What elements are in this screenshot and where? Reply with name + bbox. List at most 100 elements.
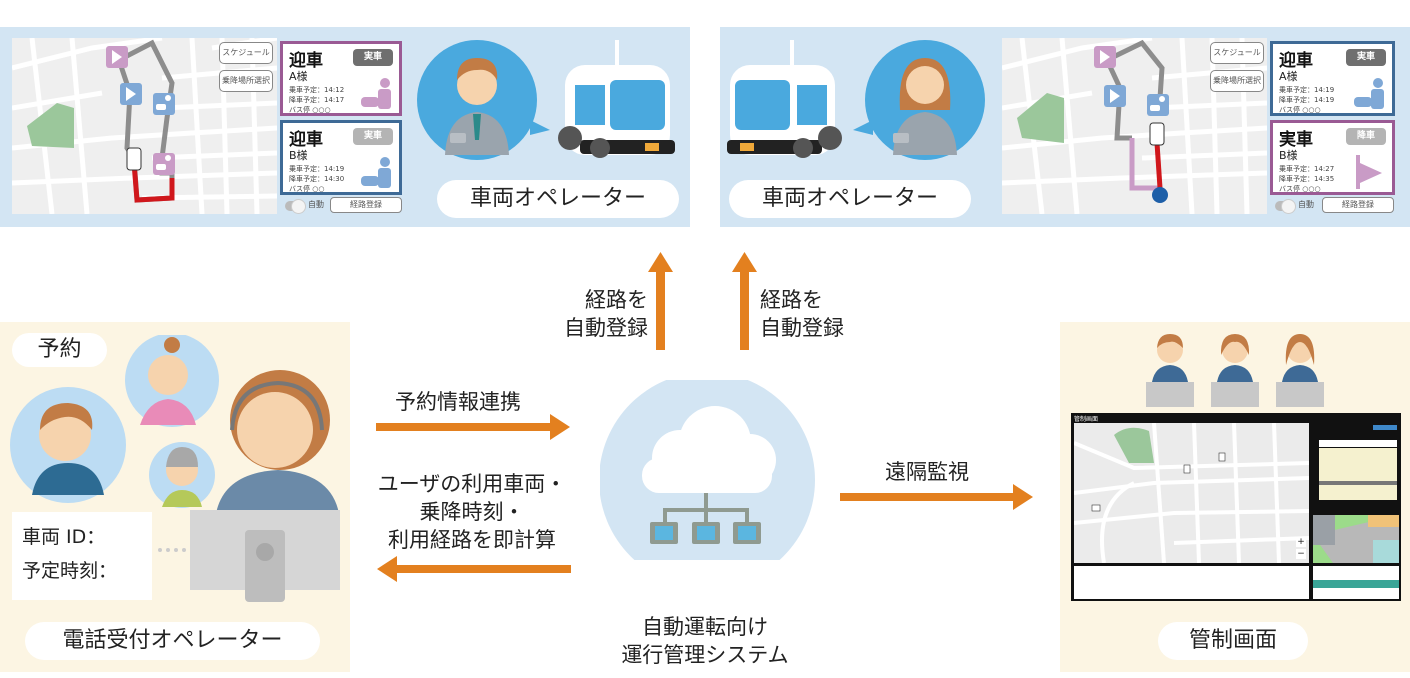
auto-toggle-left[interactable] — [285, 199, 306, 214]
route-red — [131, 162, 175, 203]
reservation-bubble: 予約 — [12, 333, 107, 367]
ride-card-a-right[interactable]: 迎車 実車 A様 乗車予定：14:19 降車予定：14:19 バス停 ○○○ — [1270, 41, 1395, 116]
schedule-list[interactable] — [1319, 448, 1397, 500]
ride-card-b-left[interactable]: 迎車 実車 B様 乗車予定：14:19 降車予定：14:30 バス停 ○○ — [280, 120, 402, 195]
route-red — [1154, 142, 1163, 189]
card-pickup-time: 乗車予定：14:12 — [289, 86, 345, 94]
card-dropoff-time: 降車予定：14:35 — [1279, 175, 1335, 183]
zoom-in-button[interactable]: + — [1296, 537, 1306, 547]
headset-icon — [230, 380, 324, 431]
camera-image — [1313, 515, 1399, 563]
schedule-button-right[interactable]: スケジュール — [1210, 42, 1264, 64]
label-line: 乗降時刻・ — [419, 500, 525, 524]
system-name-line2: 運行管理システム — [621, 643, 789, 667]
card-bus-stop: バス停 ○○○ — [1279, 106, 1321, 114]
destination-marker — [1152, 187, 1168, 203]
arrow-to-left — [377, 556, 571, 582]
arrow-up-right — [732, 252, 757, 350]
arrow-label-remote-monitoring: 遠隔監視 — [885, 460, 969, 484]
card-status-title: 迎車 — [289, 130, 323, 150]
card-status-badge[interactable]: 降車 — [1346, 128, 1386, 145]
route-gray — [1105, 39, 1165, 99]
control-operators-illustration — [1146, 334, 1324, 407]
operator-face — [457, 65, 497, 105]
flag-icon — [1356, 155, 1382, 189]
card-status-badge[interactable]: 実車 — [1346, 49, 1386, 66]
select-stop-button-right[interactable]: 乗降場所選択 — [1210, 70, 1264, 92]
operator-face — [906, 66, 944, 104]
card-bus-stop: バス停 ○○ — [289, 185, 325, 193]
label-line: ユーザの利用車両・ — [377, 472, 567, 496]
label-line: 利用経路を即計算 — [388, 528, 556, 552]
route-pink — [1129, 138, 1160, 191]
phone-operator-label: 電話受付オペレーター — [25, 622, 320, 660]
vehicle-status-table — [1313, 566, 1399, 599]
autonomous-bus-icon — [727, 40, 842, 158]
route-map-left — [12, 38, 277, 214]
list-header — [1319, 440, 1397, 447]
list-row-selected[interactable] — [1319, 481, 1397, 485]
control-operator-3 — [1276, 334, 1324, 407]
arrow-up-left — [648, 252, 673, 350]
arrow-to-center — [376, 414, 570, 440]
card-bus-stop: バス停 ○○○ — [289, 106, 331, 114]
reservation-form: 車両 ID： 予定時刻： — [12, 512, 152, 600]
control-log-panel — [1074, 566, 1309, 599]
park-area — [27, 103, 74, 148]
control-screen-label: 管制画面 — [1158, 622, 1308, 660]
register-route-button-right[interactable]: 経路登録 — [1322, 197, 1394, 213]
table-row-highlight[interactable] — [1313, 580, 1399, 588]
schedule-button-left[interactable]: スケジュール — [219, 42, 273, 64]
card-bus-stop: バス停 ○○○ — [1279, 185, 1321, 193]
arrow-label-calculation: ユーザの利用車両・ 乗降時刻・ 利用経路を即計算 — [362, 470, 582, 554]
vehicle-operator-label-left: 車両オペレーター — [437, 180, 679, 218]
male-operator-illustration — [417, 40, 675, 160]
card-passenger: B様 — [289, 149, 308, 162]
card-dropoff-time: 降車予定：14:19 — [1279, 96, 1335, 104]
phone-operator-illustration — [10, 335, 340, 520]
pickup-person-car-icon — [1354, 78, 1384, 109]
pickup-person-car-icon — [361, 78, 391, 109]
scheduled-time-field[interactable]: 予定時刻： — [22, 560, 118, 582]
vehicle-marker — [126, 147, 142, 171]
control-map[interactable]: + − — [1074, 423, 1309, 563]
arrow-label-reservation-sync: 予約情報連携 — [395, 390, 521, 414]
card-dropoff-time: 降車予定：14:17 — [289, 96, 345, 104]
card-status-badge[interactable]: 実車 — [353, 128, 393, 145]
system-name-line1: 自動運転向け — [642, 615, 768, 639]
cloud-network-icon — [600, 380, 815, 560]
card-pickup-time: 乗車予定：14:27 — [1279, 165, 1335, 173]
control-screen-title: 管制画面 — [1074, 416, 1099, 423]
arrow-label-up-left: 経路を 自動登録 — [548, 286, 648, 342]
ride-card-a-left[interactable]: 迎車 実車 A様 乗車予定：14:12 降車予定：14:17 バス停 ○○○ — [280, 41, 402, 116]
female-operator-illustration — [727, 40, 985, 160]
ride-card-b-right[interactable]: 実車 降車 B様 乗車予定：14:27 降車予定：14:35 バス停 ○○○ — [1270, 120, 1395, 195]
panel-action-button[interactable] — [1373, 425, 1397, 430]
vehicle-marker — [1218, 452, 1226, 462]
control-screen: 管制画面 + − — [1071, 413, 1401, 601]
auto-toggle-right[interactable] — [1275, 199, 1296, 214]
control-operator-1 — [1146, 334, 1194, 407]
vehicle-operator-label-right: 車両オペレーター — [729, 180, 971, 218]
card-passenger: A様 — [289, 70, 308, 83]
card-status-title: 迎車 — [1279, 51, 1313, 71]
vehicle-marker — [1091, 504, 1101, 512]
system-name: 自動運転向け 運行管理システム — [580, 613, 830, 669]
street-map — [1074, 423, 1309, 563]
cloud-shape — [642, 406, 776, 493]
pickup-person-car-icon — [361, 157, 391, 188]
route-map-right — [1002, 38, 1267, 214]
select-stop-button-left[interactable]: 乗降場所選択 — [219, 70, 273, 92]
register-route-button-left[interactable]: 経路登録 — [330, 197, 402, 213]
label-line: 自動登録 — [760, 316, 844, 340]
street-map — [1002, 38, 1267, 214]
vehicle-marker — [1183, 464, 1191, 474]
card-passenger: A様 — [1279, 70, 1298, 83]
zoom-out-button[interactable]: − — [1296, 549, 1306, 559]
vehicle-id-field[interactable]: 車両 ID： — [22, 526, 106, 548]
label-line: 経路を — [760, 288, 823, 312]
auto-toggle-label: 自動 — [308, 200, 324, 209]
card-status-badge[interactable]: 実車 — [353, 49, 393, 66]
card-passenger: B様 — [1279, 149, 1298, 162]
